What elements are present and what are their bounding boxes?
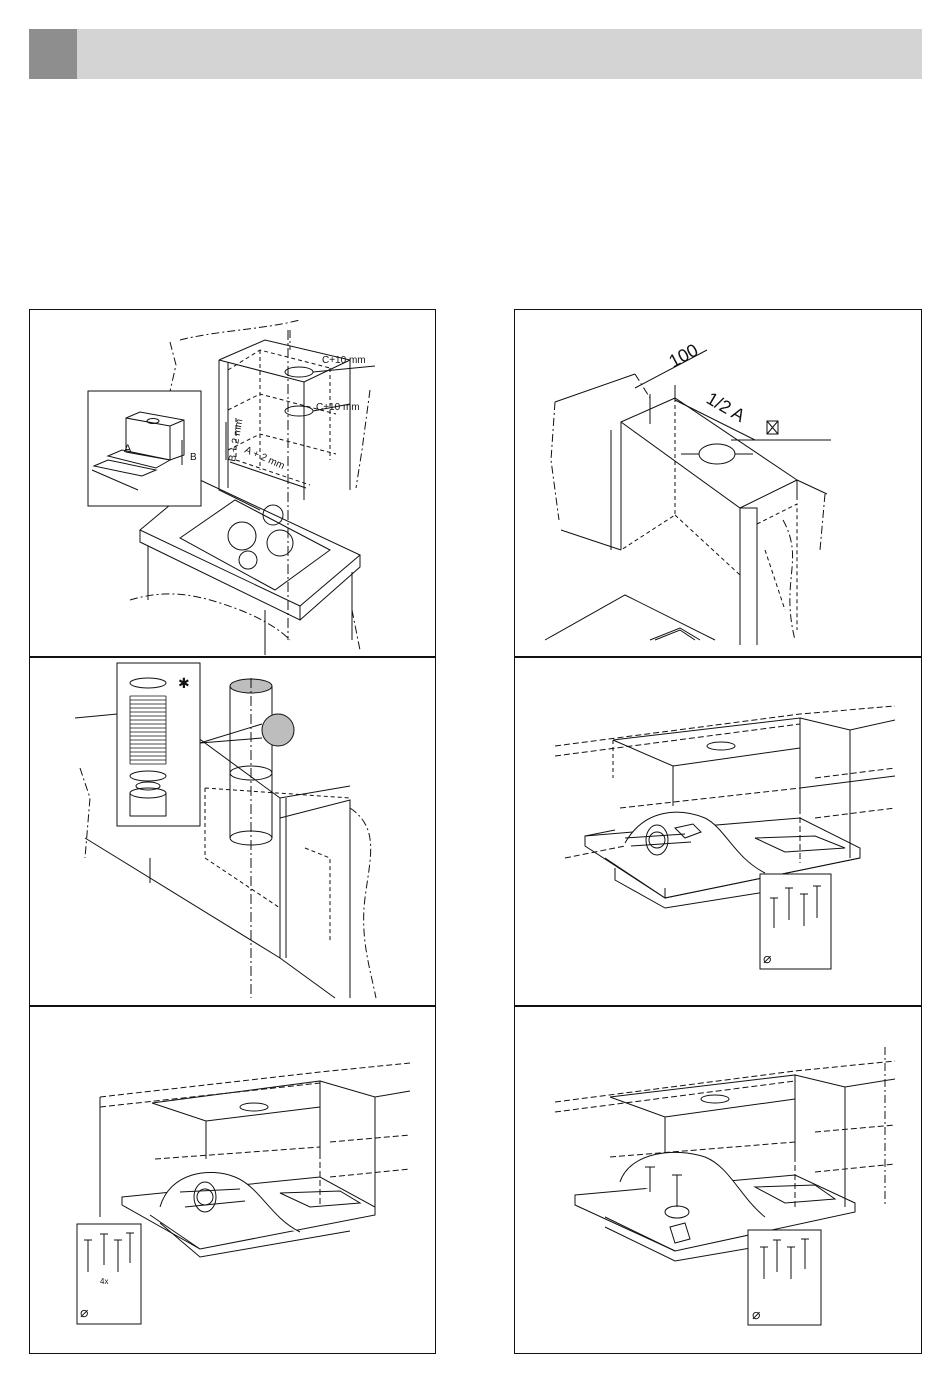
dim-half-a: 1/2 A [703, 388, 749, 426]
figure-3-drawing: ✱ [30, 658, 436, 1006]
figure-5-drawing: 4x ⌀ [30, 1007, 436, 1354]
diameter-symbol: ⌀ [763, 950, 771, 966]
figure-2-panel: 100 1/2 A [514, 309, 922, 657]
figure-5-panel: 4x ⌀ [29, 1006, 436, 1354]
diameter-symbol: ⌀ [80, 1304, 88, 1320]
dim-a-plus-2: A + 2 mm [243, 445, 286, 472]
figure-1-drawing: A B C+10 mm C+10 mm B + 2 mm A + 2 mm [30, 310, 436, 657]
figure-6-panel: ⌀ [514, 1006, 922, 1354]
dim-100: 100 [665, 340, 701, 372]
figure-4-drawing: ⌀ [515, 658, 922, 1006]
figure-1-panel: A B C+10 mm C+10 mm B + 2 mm A + 2 mm [29, 309, 436, 657]
figure-2-drawing: 100 1/2 A [515, 310, 922, 657]
dim-c10-mid: C+10 mm [316, 402, 360, 413]
screw-count: 4x [100, 1277, 108, 1286]
label-a: A [124, 443, 132, 455]
dim-c10-top: C+10 mm [322, 355, 366, 366]
asterisk-mark: ✱ [178, 675, 190, 691]
figure-6-drawing: ⌀ [515, 1007, 922, 1354]
figure-3-panel: ✱ [29, 657, 436, 1006]
header-tab-marker [29, 29, 77, 79]
dim-b-plus-2: B + 2 mm [227, 418, 245, 462]
label-b: B [190, 452, 197, 463]
figure-4-panel: ⌀ [514, 657, 922, 1006]
diameter-symbol: ⌀ [752, 1306, 760, 1322]
header-bar [29, 29, 922, 79]
